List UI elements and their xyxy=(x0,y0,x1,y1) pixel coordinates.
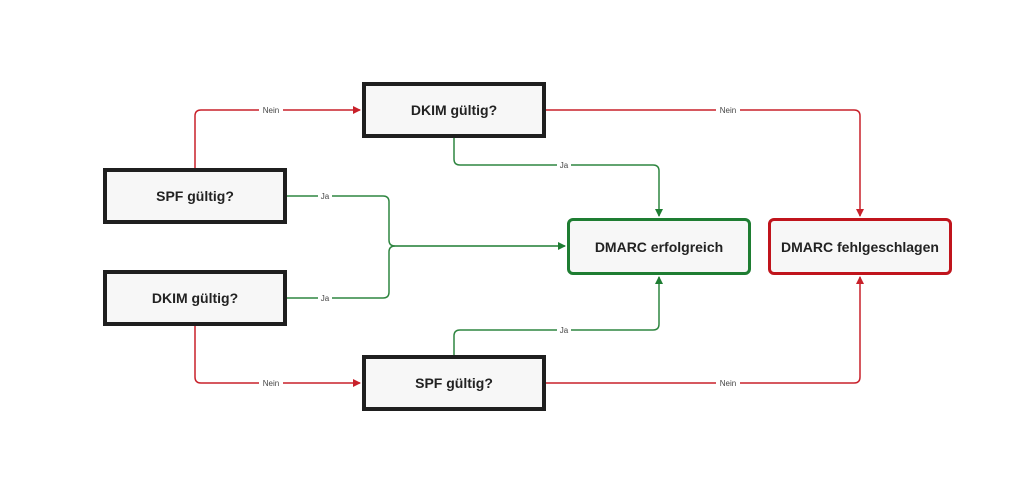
edge-dkim-left-yes xyxy=(287,245,396,299)
edge-dkim-top-yes xyxy=(453,138,663,217)
edge-label-spf-bottom-no: Nein xyxy=(720,379,736,388)
edge-label-dkim-top-no: Nein xyxy=(720,106,736,115)
edge-dkim-top-no xyxy=(546,109,864,217)
node-spf-bottom[interactable]: SPF gültig? xyxy=(362,355,546,411)
edge-spf-bottom-no xyxy=(546,276,864,384)
edge-label-spf-left-yes: Ja xyxy=(321,192,330,201)
edge-dkim-left-no xyxy=(194,326,361,387)
node-spf-left[interactable]: SPF gültig? xyxy=(103,168,287,224)
edge-label-spf-left-no: Nein xyxy=(263,106,279,115)
edge-label-dkim-left-no: Nein xyxy=(263,379,279,388)
node-label: DMARC fehlgeschlagen xyxy=(781,238,939,255)
node-dmarc-success[interactable]: DMARC erfolgreich xyxy=(567,218,751,275)
edge-spf-left-no xyxy=(194,106,361,168)
node-label: DKIM gültig? xyxy=(151,290,239,306)
edge-label-dkim-left-yes: Ja xyxy=(321,294,330,303)
node-label: SPF gültig? xyxy=(415,375,493,391)
edge-label-spf-bottom-yes: Ja xyxy=(560,326,569,335)
node-dmarc-fail[interactable]: DMARC fehlgeschlagen xyxy=(768,218,952,275)
node-label: SPF gültig? xyxy=(156,188,234,204)
edge-spf-left-yes xyxy=(287,195,396,247)
edge-spf-bottom-yes xyxy=(453,276,663,355)
node-dkim-top[interactable]: DKIM gültig? xyxy=(362,82,546,138)
node-label: DMARC erfolgreich xyxy=(594,238,724,255)
node-label: DKIM gültig? xyxy=(410,102,498,118)
node-dkim-left[interactable]: DKIM gültig? xyxy=(103,270,287,326)
edge-label-dkim-top-yes: Ja xyxy=(560,161,569,170)
